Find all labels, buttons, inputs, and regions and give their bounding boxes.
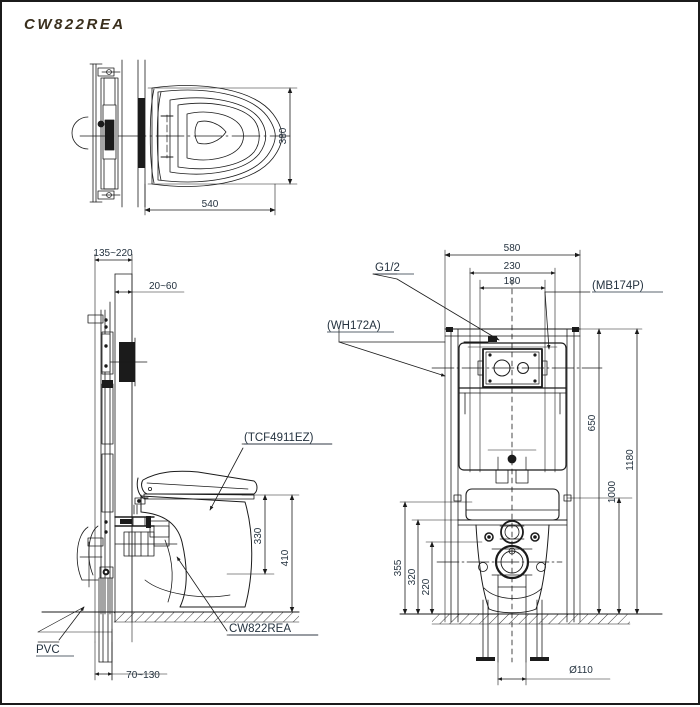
dim-230: 230 [504,261,521,272]
callout-pvc: PVC [36,644,60,656]
dim-diameter-110: Ø110 [569,665,593,676]
page-title: CW822REA [24,16,126,33]
dim-320: 320 [407,568,418,585]
callout-cw822rea: CW822REA [229,623,291,635]
dim-135-220: 135~220 [93,248,133,259]
dim-330: 330 [253,527,264,544]
dim-380: 380 [278,127,289,144]
callout-wh172a: (WH172A) [327,320,381,332]
dim-410: 410 [280,549,291,566]
dim-1180: 1180 [625,449,636,471]
side-view-group [41,253,300,681]
dim-220: 220 [421,578,432,595]
dim-650: 650 [587,414,598,431]
callout-mb174p: (MB174P) [592,280,644,292]
top-view-group [71,59,298,216]
callout-g12: G1/2 [375,262,400,274]
dim-70-130: 70~130 [126,670,160,681]
dim-580: 580 [504,243,521,254]
callout-tcf4911ez: (TCF4911EZ) [244,432,314,444]
dim-180: 180 [504,276,521,287]
dim-540: 540 [202,199,219,210]
dim-1000: 1000 [607,480,618,503]
dim-20-60: 20~60 [149,281,178,292]
front-view-group [399,249,663,686]
dim-355: 355 [393,559,404,576]
